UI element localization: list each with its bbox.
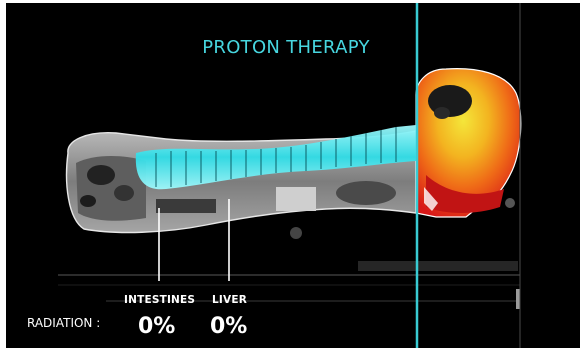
dose-value-intestines: 0%: [138, 314, 175, 339]
page-title: PROTON THERAPY: [156, 37, 416, 58]
organ-label-liver: LIVER: [212, 294, 247, 306]
radiation-label: RADIATION :: [27, 316, 100, 330]
ct-scan-view: PROTON THERAPY INTESTINES LIVER RADIATIO…: [6, 3, 580, 348]
dose-value-liver: 0%: [210, 314, 247, 339]
patient-head-dose: [416, 69, 521, 217]
organ-label-intestines: INTESTINES: [124, 294, 195, 306]
